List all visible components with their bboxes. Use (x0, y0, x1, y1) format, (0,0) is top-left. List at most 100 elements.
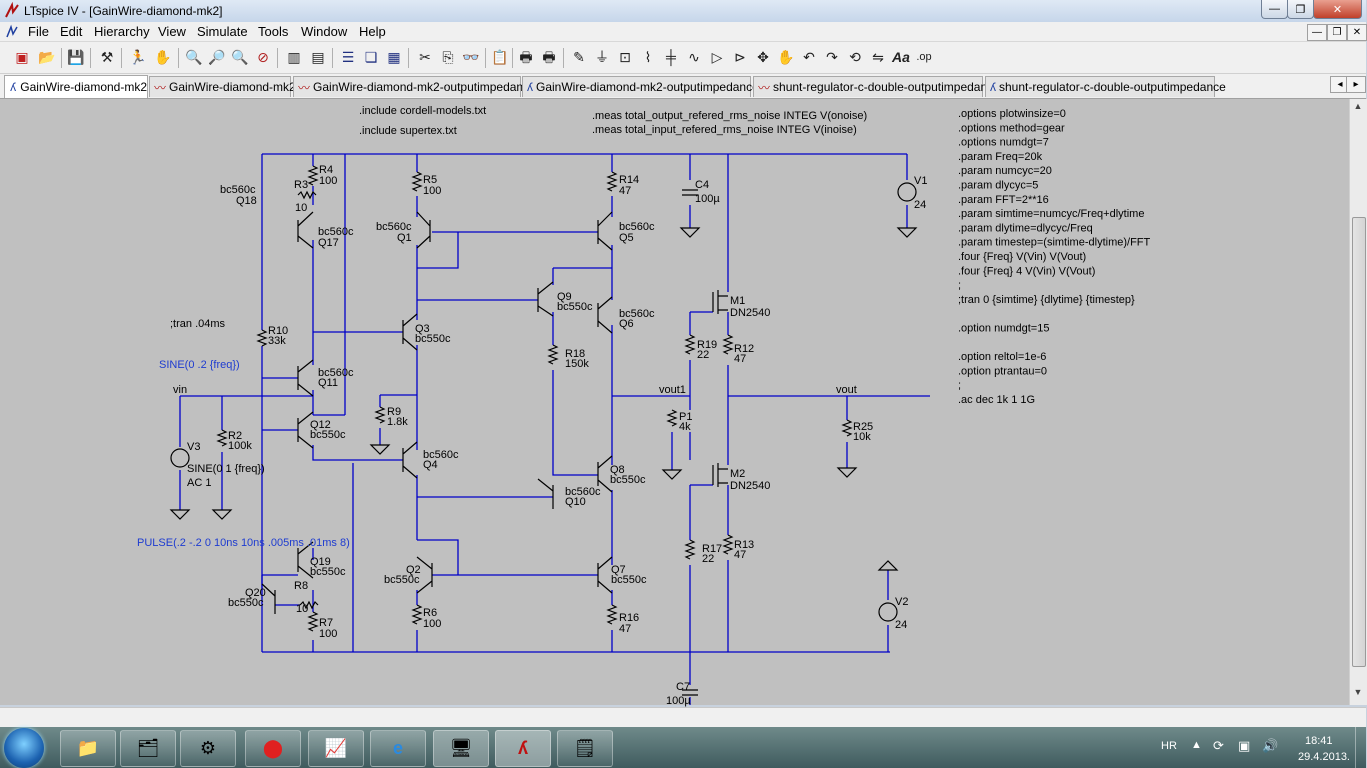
r16-label[interactable]: R16 (619, 612, 639, 624)
m2-label[interactable]: DN2540 (730, 480, 770, 492)
r17-label[interactable]: R17 (702, 543, 722, 555)
q10-label[interactable]: Q10 (565, 496, 586, 508)
diode-icon[interactable]: ▷ (711, 49, 723, 65)
include-directive[interactable]: .include supertex.txt (359, 125, 457, 137)
r10-label[interactable]: R10 (268, 325, 288, 337)
run-icon[interactable]: 🏃 (129, 49, 147, 65)
include-directive[interactable]: .include cordell-models.txt (359, 105, 486, 117)
q7-label[interactable]: bc550c (611, 574, 647, 586)
scroll-up-icon[interactable]: ▲ (1353, 101, 1363, 111)
m1-label[interactable]: DN2540 (730, 307, 770, 319)
tab-waveform-gainwire[interactable]: 〰GainWire-diamond-mk2 (149, 76, 296, 97)
pulse-source-text[interactable]: PULSE(.2 -.2 0 10ns 10ns .005ms .01ms 8) (137, 537, 350, 549)
q11-label[interactable]: bc560c (318, 367, 354, 379)
q3-label[interactable]: bc550c (415, 333, 451, 345)
r2-label[interactable]: 100k (228, 440, 252, 452)
q8-label[interactable]: bc550c (610, 474, 646, 486)
r5-label[interactable]: R5 (423, 174, 437, 186)
option-line[interactable]: .options plotwinsize=0 (958, 108, 1066, 120)
r19-label[interactable]: 22 (697, 349, 709, 361)
tran-comment[interactable]: ;tran .04ms (170, 318, 226, 330)
label-net-icon[interactable]: ⊡ (619, 49, 631, 65)
show-desktop-button[interactable] (1355, 727, 1367, 768)
options-directive-block[interactable]: .options plotwinsize=0 .options method=ge… (958, 108, 1151, 406)
scroll-down-icon[interactable]: ▼ (1353, 687, 1363, 697)
r17-label[interactable]: 22 (702, 553, 714, 565)
copy-icon[interactable]: ⎘ (442, 49, 454, 65)
q19-label[interactable]: Q19 (310, 556, 331, 568)
net-label-vout1[interactable]: vout1 (659, 384, 686, 396)
language-indicator[interactable]: HR (1161, 740, 1177, 752)
menu-edit[interactable]: Edit (60, 24, 83, 39)
option-line[interactable]: .option ptrantau=0 (958, 365, 1047, 377)
q18-label[interactable]: Q18 (236, 195, 257, 207)
document-icon[interactable] (4, 24, 20, 40)
option-line[interactable]: ; (958, 380, 961, 392)
r14-label[interactable]: 47 (619, 185, 631, 197)
q1-label[interactable]: bc560c (376, 221, 412, 233)
q18-label[interactable]: bc560c (220, 184, 256, 196)
q1-label[interactable]: Q1 (397, 232, 412, 244)
notes-icon[interactable]: 🗒 (557, 730, 613, 767)
drag-icon[interactable]: ✋ (777, 49, 795, 65)
tile-vertical-icon[interactable]: ▦ (387, 49, 401, 65)
q5-label[interactable]: Q5 (619, 232, 634, 244)
show-hidden-icons-icon[interactable]: ▲ (1191, 739, 1202, 751)
control-panel-icon[interactable]: ⚒ (100, 49, 114, 65)
r6-label[interactable]: 100 (423, 618, 441, 630)
mdi-restore-button[interactable]: ❐ (1327, 24, 1347, 41)
rotate-icon[interactable]: ⟲ (849, 49, 861, 65)
q2-label[interactable]: bc550c (384, 574, 420, 586)
option-line[interactable]: .option numdgt=15 (958, 323, 1049, 335)
graph-icon[interactable]: ▤ (311, 49, 325, 65)
option-line[interactable]: .param FFT=2**16 (958, 194, 1049, 206)
r16-label[interactable]: 47 (619, 623, 631, 635)
new-schematic-icon[interactable]: ▣ (15, 49, 29, 65)
q9-label[interactable]: Q9 (557, 291, 572, 303)
open-icon[interactable]: 📂 (38, 49, 56, 65)
m2-label[interactable]: M2 (730, 468, 745, 480)
explorer-icon[interactable]: 📁 (60, 730, 116, 767)
r13-label[interactable]: R13 (734, 539, 754, 551)
tab-scroll-right-icon[interactable]: ▸ (1346, 76, 1366, 93)
vertical-scrollbar[interactable]: ▲ ▼ (1349, 99, 1367, 705)
option-line[interactable]: .options method=gear (958, 122, 1065, 134)
option-line[interactable]: ;tran 0 {simtime} {dlytime} {timestep} (958, 294, 1135, 306)
r19-label[interactable]: R19 (697, 339, 717, 351)
text-icon[interactable]: Aa (892, 49, 910, 65)
remote-desktop-icon[interactable]: 🖥 (433, 730, 489, 767)
sine-source-text[interactable]: SINE(0 .2 {freq}) (159, 359, 240, 371)
cascade-icon[interactable]: ❏ (364, 49, 378, 65)
q10-label[interactable]: bc560c (565, 486, 601, 498)
tool-icon[interactable]: ⚙ (180, 730, 236, 767)
opera-icon[interactable]: ⬤ (245, 730, 301, 767)
update-icon[interactable]: ⟳ (1213, 738, 1224, 753)
q6-label[interactable]: Q6 (619, 318, 634, 330)
option-line[interactable]: .param numcyc=20 (958, 165, 1052, 177)
v3-label[interactable]: SINE(0 1 {freq}) (187, 463, 265, 475)
halt-icon[interactable]: ✋ (154, 49, 172, 65)
tab-waveform-shunt-regulator[interactable]: 〰shunt-regulator-c-double-outputimpedanc… (753, 76, 1000, 97)
r12-label[interactable]: R12 (734, 343, 754, 355)
r9-label[interactable]: R9 (387, 406, 401, 418)
q4-label[interactable]: Q4 (423, 459, 438, 471)
menu-help[interactable]: Help (359, 24, 386, 39)
q7-label[interactable]: Q7 (611, 564, 626, 576)
v2-label[interactable]: 24 (895, 619, 907, 631)
option-line[interactable]: .param timestep=(simtime-dlytime)/FFT (958, 237, 1151, 249)
close-button[interactable]: ✕ (1313, 0, 1362, 19)
r13-label[interactable]: 47 (734, 549, 746, 561)
clock-date[interactable]: 29.4.2013. (1298, 751, 1350, 763)
q20-label[interactable]: bc550c (228, 597, 264, 609)
clock-time[interactable]: 18:41 (1305, 735, 1333, 747)
option-line[interactable]: .param dlytime=dlycyc/Freq (958, 222, 1093, 234)
v1-label[interactable]: V1 (914, 175, 927, 187)
q17-label[interactable]: Q17 (318, 237, 339, 249)
print-preview-icon[interactable]: 🖶 (542, 49, 556, 65)
option-line[interactable]: .param dlycyc=5 (958, 180, 1038, 192)
minimize-button[interactable]: — (1261, 0, 1288, 19)
print-icon[interactable]: 🖶 (519, 49, 533, 65)
option-line[interactable]: .param simtime=numcyc/Freq+dlytime (958, 208, 1144, 220)
